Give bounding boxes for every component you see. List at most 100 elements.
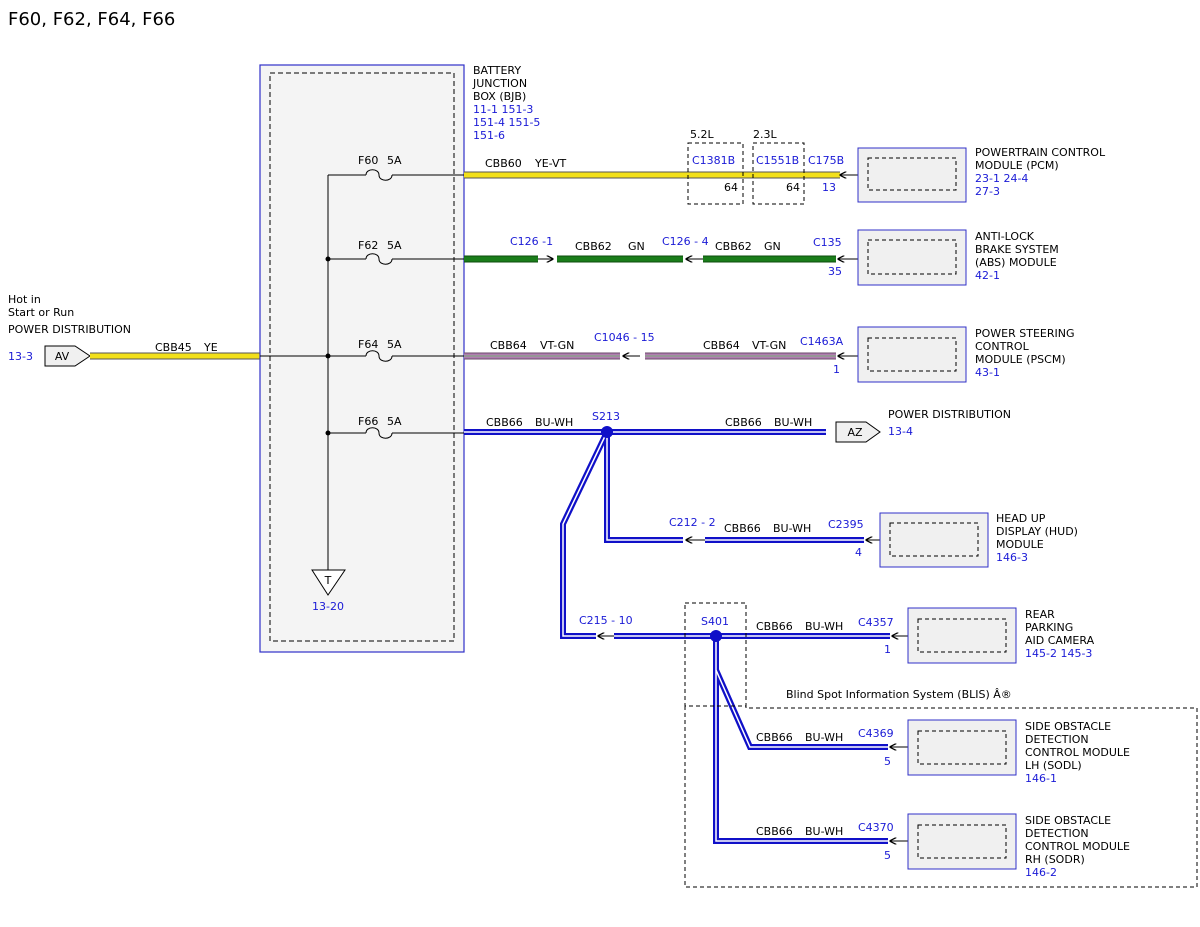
connector-c126-1[interactable]: C126 -1 [510,235,553,248]
fuse-f62-icon [365,253,393,265]
connector-av-label: AV [55,350,70,363]
blis-label: Blind Spot Information System (BLIS) Â® [786,688,1012,701]
camera-wire-color: BU-WH [805,620,843,633]
connector-c135-pin: 35 [828,265,842,278]
sodr-module-line2: DETECTION [1025,827,1089,840]
source-condition-line2: Start or Run [8,306,74,319]
pscm-module-box [857,326,967,383]
bjb-label-line2: JUNCTION [472,77,527,90]
fuse-f60-icon [365,169,393,181]
fuse-f60-rating: 5A [387,154,402,167]
connector-c4370[interactable]: C4370 [858,821,894,834]
wire-cbb60-color: YE-VT [534,157,567,170]
connector-c1551b-pin: 64 [786,181,800,194]
bjb-ref-line3[interactable]: 151-6 [473,129,505,142]
wire-cbb62-circuit2: CBB62 [715,240,752,253]
connector-c2395[interactable]: C2395 [828,518,864,531]
wire-cbb45-color: YE [203,341,218,354]
camera-module-line1: REAR [1025,608,1055,621]
source-ref-link[interactable]: 13-3 [8,350,33,363]
ground-ref-link[interactable]: 13-20 [312,600,344,613]
hud-module-line3: MODULE [996,538,1044,551]
az-dest-ref-link[interactable]: 13-4 [888,425,913,438]
hud-wire-color: BU-WH [773,522,811,535]
connector-c1381b[interactable]: C1381B [692,154,735,167]
hud-module-line1: HEAD UP [996,512,1046,525]
pcm-module-box [857,147,967,203]
connector-c2395-pin: 4 [855,546,862,559]
wire-cbb62-color2: GN [764,240,781,253]
sodl-module-line4: LH (SODL) [1025,759,1082,772]
sodl-wire-color: BU-WH [805,731,843,744]
connector-c4357[interactable]: C4357 [858,616,894,629]
pcm-module-line1: POWERTRAIN CONTROL [975,146,1106,159]
az-dest-label: POWER DISTRIBUTION [888,408,1011,421]
fuse-f66-rating: 5A [387,415,402,428]
fuse-f62-name: F62 [358,239,378,252]
camera-ref[interactable]: 145-2 145-3 [1025,647,1092,660]
connector-az-label: AZ [847,426,863,439]
wire-cbb66-color1: BU-WH [535,416,573,429]
connector-c212[interactable]: C212 - 2 [669,516,716,529]
bjb-bus [260,174,464,570]
pscm-module-line1: POWER STEERING [975,327,1075,340]
bjb-label-line3: BOX (BJB) [473,90,526,103]
sodr-ref[interactable]: 146-2 [1025,866,1057,879]
hud-module-box [879,512,989,568]
source-label: POWER DISTRIBUTION [8,323,131,336]
connector-c175b[interactable]: C175B [808,154,844,167]
wire-cbb62-color1: GN [628,240,645,253]
wire-cbb64-circuit2: CBB64 [703,339,740,352]
source-condition-line1: Hot in [8,293,41,306]
connector-av: AV [44,345,91,367]
variant-label-a: 5.2L [690,128,714,141]
splice-s213[interactable]: S213 [592,410,620,423]
sodl-module-line3: CONTROL MODULE [1025,746,1130,759]
bjb-ref-line2[interactable]: 151-4 151-5 [473,116,540,129]
variant-label-b: 2.3L [753,128,777,141]
page-title: F60, F62, F64, F66 [8,9,175,30]
pcm-module-line2: MODULE (PCM) [975,159,1059,172]
sodr-module-box [907,813,1017,870]
abs-ref[interactable]: 42-1 [975,269,1000,282]
hud-wire-circuit: CBB66 [724,522,761,535]
pscm-ref[interactable]: 43-1 [975,366,1000,379]
fuse-f64-icon [365,350,393,362]
hud-ref[interactable]: 146-3 [996,551,1028,564]
pcm-ref-line2[interactable]: 27-3 [975,185,1000,198]
bjb-ref-line1[interactable]: 11-1 151-3 [473,103,533,116]
sodl-module-line2: DETECTION [1025,733,1089,746]
sodl-ref[interactable]: 146-1 [1025,772,1057,785]
splice-s213-dot [601,426,613,438]
wire-cbb64-color1: VT-GN [540,339,574,352]
sodl-wire-circuit: CBB66 [756,731,793,744]
connector-c1551b[interactable]: C1551B [756,154,799,167]
wire-cbb66-network [464,429,890,844]
variant-box-a [687,142,744,205]
hud-module-line2: DISPLAY (HUD) [996,525,1078,538]
connector-c215[interactable]: C215 - 10 [579,614,633,627]
fuse-f66-name: F66 [358,415,378,428]
pcm-ref-line1[interactable]: 23-1 24-4 [975,172,1028,185]
connector-c1463a[interactable]: C1463A [800,335,844,348]
connector-c126-4[interactable]: C126 - 4 [662,235,709,248]
connector-c4369-pin: 5 [884,755,891,768]
connector-c1046[interactable]: C1046 - 15 [594,331,655,344]
sodl-module-line1: SIDE OBSTACLE [1025,720,1111,733]
sodr-module-line3: CONTROL MODULE [1025,840,1130,853]
connector-c4369[interactable]: C4369 [858,727,894,740]
camera-module-line3: AID CAMERA [1025,634,1095,647]
connector-c4370-pin: 5 [884,849,891,862]
sodr-module-line4: RH (SODR) [1025,853,1085,866]
s401-location-box [684,602,747,707]
wire-cbb64-circuit1: CBB64 [490,339,527,352]
fuse-f60-name: F60 [358,154,378,167]
splice-s401[interactable]: S401 [701,615,729,628]
pscm-module-line3: MODULE (PSCM) [975,353,1066,366]
sodl-module-box [907,719,1017,776]
bjb-box [259,64,465,653]
connector-az: AZ [835,421,881,443]
connector-c135[interactable]: C135 [813,236,842,249]
wire-cbb45-circuit: CBB45 [155,341,192,354]
